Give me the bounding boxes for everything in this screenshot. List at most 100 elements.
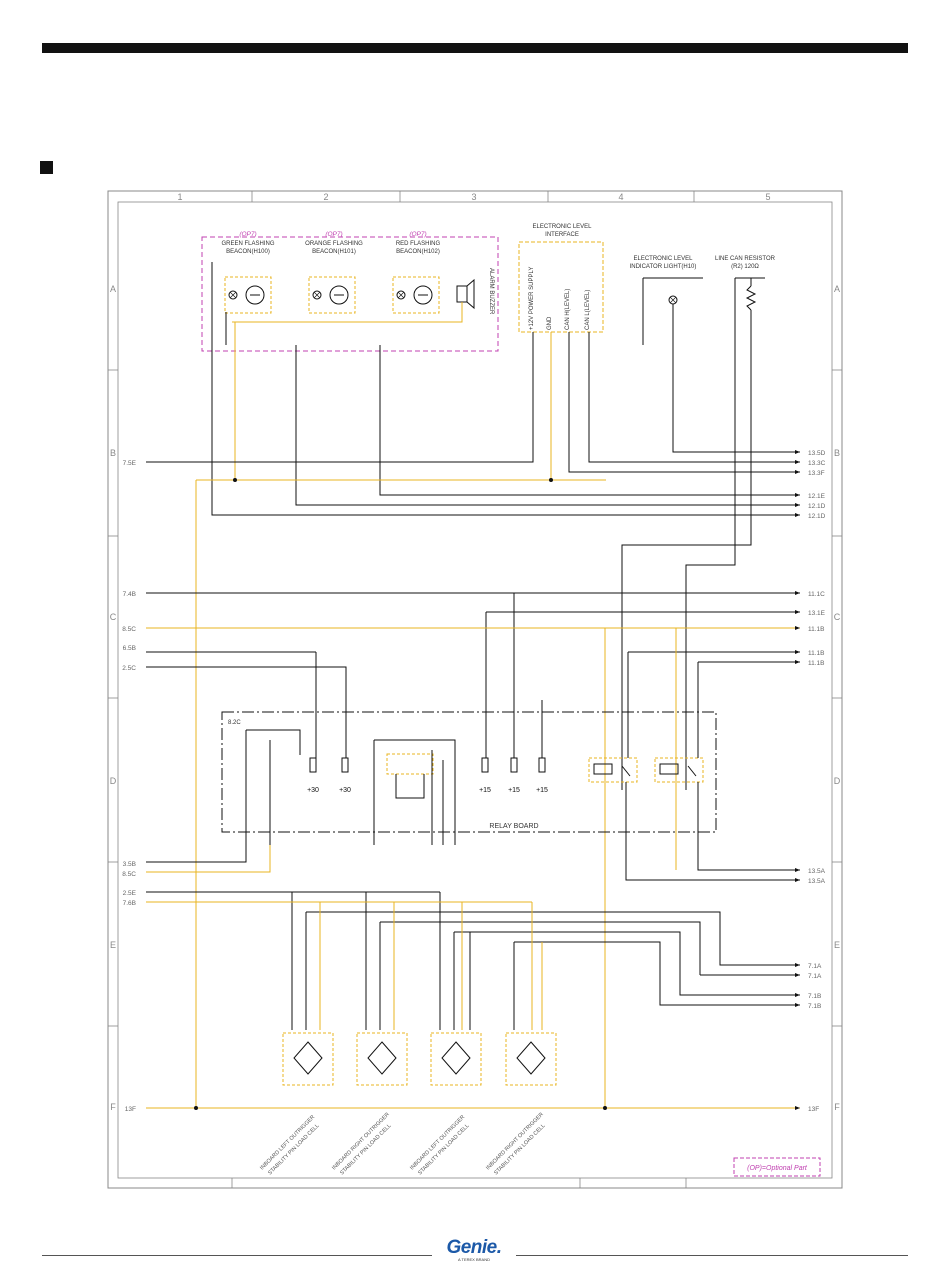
row-label-c-right: C [834,612,841,622]
load-cell-1-line1: INBOARD LEFT OUTRIGGER [259,1114,316,1171]
level-pin-gnd: GND [547,316,553,330]
beacon-2-line2: BEACON(H101) [312,249,356,255]
row-label-d: D [110,776,117,786]
logo-subtitle: A TEREX BRAND [458,1257,490,1262]
beacon-op-1: (OP7) [239,231,256,238]
alarm-buzzer [456,278,475,310]
load-cell-2 [356,1032,408,1086]
optional-legend: (OP)=Optional Part [747,1165,808,1172]
level-pin-canh: CAN H(LEVEL) [565,289,571,330]
svg-text:7.4B: 7.4B [123,591,136,598]
alarm-label: ALARM BUZZER [488,268,494,315]
section-marker [40,161,53,174]
wire-arrows [795,450,800,1110]
fuse-supply-4: +15 [508,787,520,794]
beacon-black-wires [211,262,800,516]
beacon-3-line2: BEACON(H102) [396,249,440,255]
row-label-b-right: B [834,448,840,458]
row-label-b: B [110,448,116,458]
svg-text:11.1B: 11.1B [808,626,825,633]
level-interface-title-1: ELECTRONIC LEVEL [532,224,592,230]
svg-text:13.5A: 13.5A [808,868,826,875]
beacon-yellow-wires [195,302,606,1108]
svg-text:7.1A: 7.1A [808,973,822,980]
svg-text:6.5B: 6.5B [123,645,136,652]
col-label-5: 5 [765,192,770,202]
mid-black-wires [146,592,800,700]
resistor-r2 [745,285,757,311]
level-light-h10 [668,295,678,305]
junction-dots [194,478,607,1110]
row-label-a-right: A [834,284,840,294]
svg-text:11.1B: 11.1B [808,660,825,667]
svg-text:7.1B: 7.1B [808,993,821,1000]
load-cell-4-line2: STABILITY PIN LOAD CELL [493,1123,546,1176]
relay-board-label: RELAY BOARD [489,823,538,830]
footer-rule-right [516,1255,908,1256]
svg-text:11.1C: 11.1C [808,591,825,598]
svg-text:3.5B: 3.5B [123,861,136,868]
level-light-line2: INDICATOR LIGHT(H10) [630,264,697,270]
svg-text:11.1B: 11.1B [808,650,825,657]
load-cell-3-line2: STABILITY PIN LOAD CELL [417,1123,470,1176]
load-cell-2-line2: STABILITY PIN LOAD CELL [339,1123,392,1176]
col-label-2: 2 [323,192,328,202]
logo-brand: Genie. [446,1237,502,1258]
optional-beacon-box [201,236,499,352]
svg-text:8.5C: 8.5C [122,871,136,878]
beacon-h101 [308,276,356,314]
load-cell-3-line1: INBOARD LEFT OUTRIGGER [409,1114,466,1171]
load-cell-yellow-wires [146,901,543,1030]
relay-fuses [309,757,546,773]
svg-text:13F: 13F [125,1106,136,1113]
fuse-supply-3: +15 [479,787,491,794]
svg-text:7.1B: 7.1B [808,1003,821,1010]
level-interface-box [518,241,604,333]
load-cell-2-line1: INBOARD RIGHT OUTRIGGER [331,1112,391,1172]
svg-text:2.5C: 2.5C [122,665,136,672]
right-refs: 13.5D 13.3C 13.3F 12.1E 12.1D 12.1D 11.1… [808,450,826,1113]
left-refs: 7.5E 7.4B 8.5C 6.5B 2.5C 3.5B 8.5C 2.5E … [122,460,136,1113]
mid-yellow-wires [146,627,800,1108]
row-label-a: A [110,284,116,294]
beacon-1-line2: BEACON(H100) [226,249,270,255]
row-label-f-right: F [834,1102,840,1112]
beacon-h100 [224,276,272,314]
load-cell-3 [430,1032,482,1086]
col-label-3: 3 [471,192,476,202]
load-cell-1-line2: STABILITY PIN LOAD CELL [267,1123,320,1176]
relay-internal-wires [245,700,543,845]
svg-text:7.5E: 7.5E [123,460,137,467]
load-cell-1 [282,1032,334,1086]
relay-yellow-feed [146,845,271,873]
level-pin-canl: CAN L(LEVEL) [585,290,591,330]
relay-tag: 8.2C [228,720,241,726]
fuse-supply-1: +30 [307,787,319,794]
load-cell-black-wires [146,891,800,1030]
col-label-4: 4 [618,192,623,202]
svg-text:13F: 13F [808,1106,819,1113]
genie-logo: Genie. A TEREX BRAND [442,1238,506,1268]
fuse-supply-2: +30 [339,787,351,794]
svg-text:12.1D: 12.1D [808,503,826,510]
svg-text:13.5A: 13.5A [808,878,826,885]
beacon-3-line1: RED FLASHING [396,241,441,247]
optional-legend-box [733,1157,821,1177]
row-label-e-right: E [834,940,840,950]
light-resistor-wires [621,277,800,790]
load-cell-4-line1: INBOARD RIGHT OUTRIGGER [485,1112,545,1172]
svg-text:8.5C: 8.5C [122,626,136,633]
row-label-f: F [110,1102,116,1112]
beacon-1-line1: GREEN FLASHING [221,241,274,247]
load-cell-4 [505,1032,557,1086]
svg-text:12.1D: 12.1D [808,513,826,520]
beacon-2-line1: ORANGE FLASHING [305,241,363,247]
svg-text:13.5D: 13.5D [808,450,826,457]
row-label-e: E [110,940,116,950]
resistor-line2: (R2) 120Ω [731,264,759,270]
level-interface-title-2: INTERFACE [545,232,579,238]
svg-text:13.3F: 13.3F [808,470,825,477]
fuse-supply-5: +15 [536,787,548,794]
relay-board-box [221,711,717,833]
